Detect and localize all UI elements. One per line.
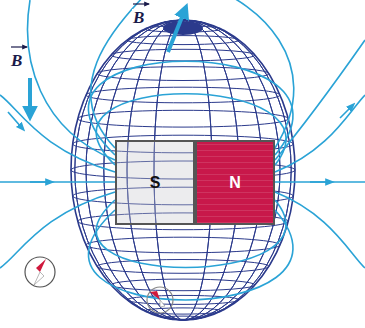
field-line xyxy=(0,95,115,172)
parallel xyxy=(111,279,255,291)
field-direction xyxy=(30,181,50,183)
field-line xyxy=(28,0,115,160)
vector-mark xyxy=(133,3,149,4)
pole-letter: S xyxy=(150,174,161,192)
pole-letter: N xyxy=(229,174,241,192)
parallel xyxy=(111,49,255,61)
field-line xyxy=(0,181,115,183)
parallel xyxy=(145,308,222,314)
field-line xyxy=(275,40,365,160)
field-line xyxy=(215,0,294,148)
compass xyxy=(25,257,55,287)
parallel xyxy=(127,36,239,45)
parallel xyxy=(86,87,280,103)
magnet-pole: N xyxy=(195,140,275,225)
vector-label: B xyxy=(132,9,145,26)
parallel xyxy=(78,110,288,127)
magnet-pole: S xyxy=(115,140,195,225)
field-direction xyxy=(310,181,330,183)
meridian xyxy=(86,20,280,320)
globe-outline xyxy=(71,20,295,320)
vector-label: B xyxy=(10,52,23,69)
field-direction xyxy=(8,112,22,128)
field-line xyxy=(0,192,115,268)
meridian xyxy=(86,20,280,320)
parallel xyxy=(86,237,280,253)
field-line xyxy=(275,181,365,183)
parallel xyxy=(164,316,203,319)
field-direction xyxy=(340,106,352,118)
field-vector xyxy=(168,12,184,52)
pole-cap xyxy=(163,21,203,35)
field-line xyxy=(275,192,365,268)
compass xyxy=(147,287,173,313)
field-line xyxy=(91,0,150,148)
field-vector xyxy=(28,78,32,112)
field-line xyxy=(275,95,365,172)
vector-mark xyxy=(11,46,27,47)
parallel xyxy=(97,260,269,274)
